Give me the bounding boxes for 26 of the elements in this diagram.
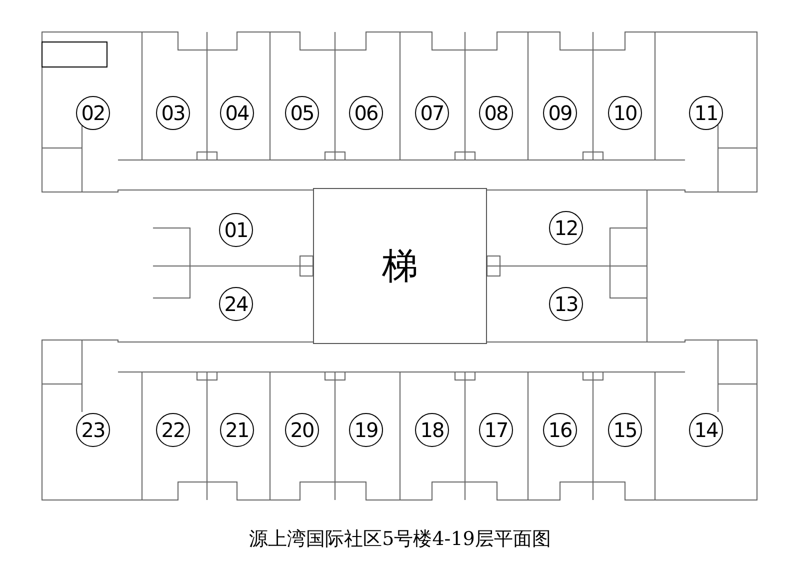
caption: 源上湾国际社区5号楼4-19层平面图 [249, 527, 551, 552]
unit-number: 15 [608, 413, 642, 447]
unit-number: 18 [415, 413, 449, 447]
unit-number: 10 [608, 96, 642, 130]
unit-number: 13 [549, 287, 583, 321]
unit-number: 20 [285, 413, 319, 447]
unit-number: 12 [549, 211, 583, 245]
core-box: 梯 [313, 188, 487, 344]
unit-number: 03 [156, 96, 190, 130]
unit-number: 04 [220, 96, 254, 130]
unit-number: 16 [543, 413, 577, 447]
unit-number: 24 [219, 287, 253, 321]
unit-number: 11 [689, 96, 723, 130]
unit-number: 06 [349, 96, 383, 130]
unit-number: 17 [479, 413, 513, 447]
unit-number: 02 [76, 96, 110, 130]
unit-number: 05 [285, 96, 319, 130]
unit-number: 19 [349, 413, 383, 447]
unit-number: 01 [219, 213, 253, 247]
unit-number: 08 [479, 96, 513, 130]
unit-number: 22 [156, 413, 190, 447]
unit-number: 14 [689, 413, 723, 447]
unit-number: 07 [415, 96, 449, 130]
unit-number: 23 [76, 413, 110, 447]
unit-number: 21 [220, 413, 254, 447]
unit-number: 09 [543, 96, 577, 130]
